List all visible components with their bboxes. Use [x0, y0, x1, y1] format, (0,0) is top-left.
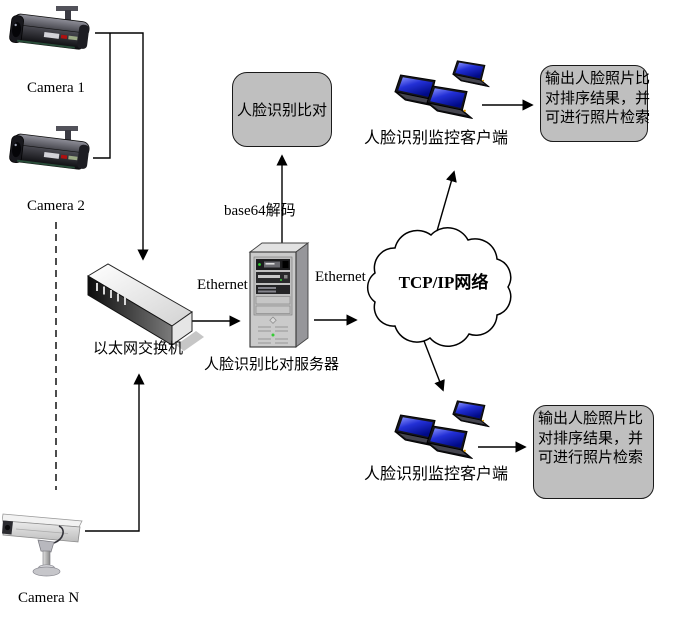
face-compare-label: 人脸识别比对 — [236, 103, 327, 119]
cloud-to-bottom-clients-arrow — [423, 340, 445, 392]
result-box-bottom: 输出人脸照片比对排序结果，并可进行照片检索 — [533, 405, 654, 499]
bottom-client-label: 人脸识别监控客户端 — [364, 466, 509, 483]
tcpip-network-label: TCP/IP网络 — [398, 273, 489, 292]
result-box-top-text: 输出人脸照片比对排序结果，并可进行照片检索 — [545, 71, 651, 126]
camera1-link-line — [95, 32, 149, 261]
cloud-shape — [366, 227, 512, 347]
top-client-label: 人脸识别监控客户端 — [364, 130, 509, 147]
ethernet-left-label: Ethernet — [197, 277, 248, 293]
camera2-link-line — [93, 33, 111, 159]
camera-2-label: Camera 2 — [27, 198, 85, 214]
cameraN-link-line — [85, 373, 145, 532]
camera-2-icon — [8, 126, 91, 172]
ethernet-switch-icon — [87, 263, 204, 351]
bottom-client-laptops-icon — [392, 398, 504, 476]
server-label: 人脸识别比对服务器 — [204, 357, 340, 373]
ethernet-right-label: Ethernet — [315, 269, 366, 285]
camera-n-icon — [2, 513, 83, 577]
camera-1-label: Camera 1 — [27, 80, 85, 96]
cloud-to-top-clients-arrow — [436, 170, 457, 232]
camera-1-icon — [8, 6, 91, 52]
base64-decode-label: base64解码 — [224, 203, 296, 219]
result-box-bottom-text: 输出人脸照片比对排序结果，并可进行照片检索 — [538, 411, 644, 466]
result-box-top: 输出人脸照片比对排序结果，并可进行照片检索 — [540, 65, 651, 142]
top-client-laptops-icon — [392, 58, 504, 136]
ethernet-switch-label: 以太网交换机 — [93, 341, 184, 357]
face-compare-box: 人脸识别比对 — [232, 72, 332, 147]
camera-n-label: Camera N — [18, 590, 80, 606]
server-tower-icon — [248, 242, 310, 348]
